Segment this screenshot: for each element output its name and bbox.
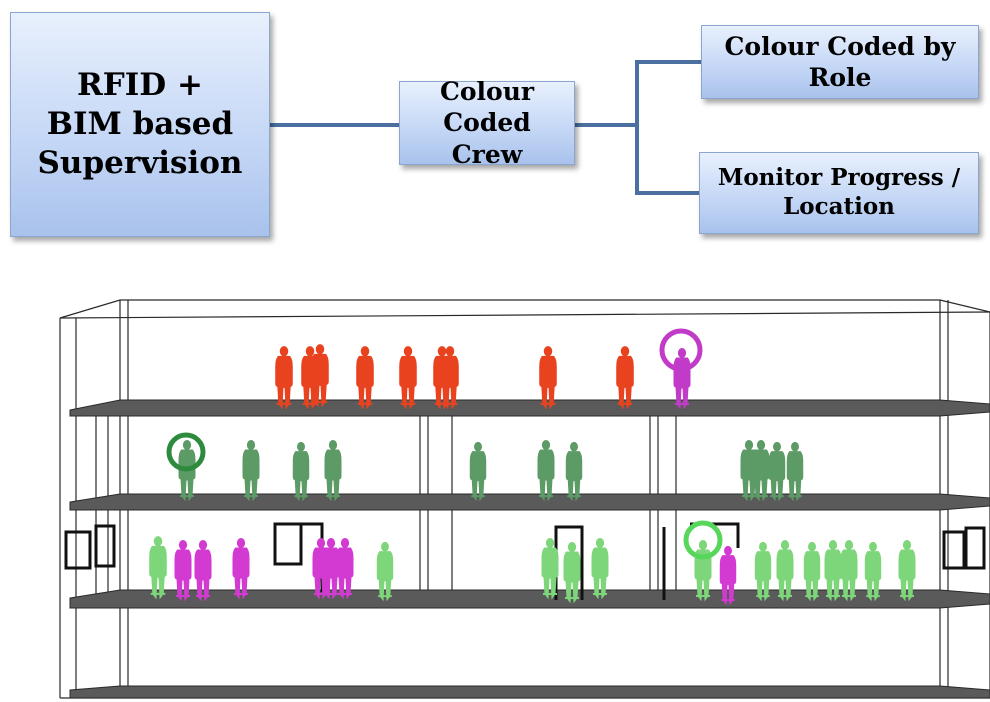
highlight-ring-green — [166, 432, 206, 472]
worker-dark-green — [565, 441, 583, 502]
worker-magenta — [231, 537, 251, 600]
door-far-right — [942, 530, 966, 570]
highlight-ring-magenta — [659, 328, 703, 372]
worker-red — [615, 345, 635, 410]
node-rfid-bim-supervision: RFID + BIM based Supervision — [10, 12, 270, 237]
worker-red — [398, 345, 418, 410]
worker-dark-green — [786, 441, 804, 502]
floor-slab-1 — [69, 399, 990, 417]
floor-slab-4 — [69, 685, 990, 699]
edge-crew-to-role — [575, 60, 701, 127]
edge-crew-to-monitor — [635, 125, 699, 195]
worker-red — [538, 345, 558, 410]
worker-dark-green — [768, 441, 786, 502]
highlight-ring-light-green — [683, 520, 723, 560]
worker-magenta — [335, 537, 355, 600]
worker-light-green — [590, 537, 610, 600]
door-left — [64, 530, 92, 570]
worker-dark-green — [536, 439, 556, 502]
node-monitor-progress-location-label: Monitor Progress / Location — [717, 164, 961, 220]
node-rfid-bim-supervision-label: RFID + BIM based Supervision — [37, 67, 243, 181]
door-mid-left — [273, 522, 303, 566]
worker-dark-green — [292, 441, 310, 502]
node-colour-coded-crew: Colour Coded Crew — [399, 77, 575, 169]
door-far-right-2 — [964, 526, 986, 570]
node-monitor-progress-location: Monitor Progress / Location — [699, 152, 979, 234]
worker-dark-green — [241, 439, 261, 502]
node-colour-coded-by-role-label: Colour Coded by Role — [724, 31, 956, 92]
crew-magenta-top — [672, 347, 692, 410]
worker-magenta-highlighted — [672, 347, 692, 410]
crew-dark-green — [177, 439, 804, 502]
diagram-connectors — [270, 60, 701, 195]
worker-dark-green — [323, 439, 343, 502]
building-wireframe-illustration — [59, 299, 990, 699]
door-left-2 — [94, 524, 116, 568]
node-colour-coded-by-role: Colour Coded by Role — [701, 25, 979, 99]
crew-red — [274, 343, 635, 410]
worker-red — [355, 345, 375, 410]
worker-red — [274, 345, 294, 410]
floor-slab-2 — [69, 493, 990, 511]
worker-red — [310, 343, 330, 408]
worker-light-green — [148, 535, 168, 600]
worker-red — [440, 345, 460, 410]
floor-slabs — [69, 399, 990, 699]
worker-dark-green — [751, 439, 771, 502]
node-colour-coded-crew-label: Colour Coded Crew — [439, 77, 535, 169]
worker-dark-green — [469, 441, 487, 502]
